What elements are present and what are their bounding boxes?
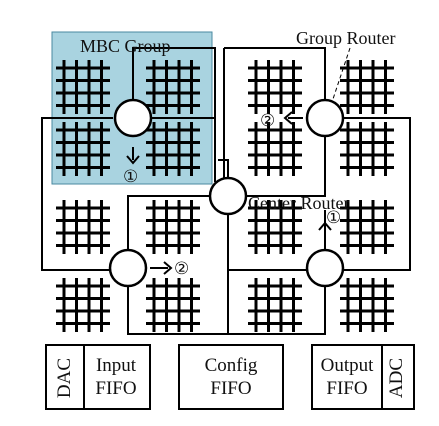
output-fifo-label-2: FIFO bbox=[326, 378, 368, 399]
crossbar-array bbox=[56, 60, 110, 114]
crossbar-array bbox=[340, 60, 394, 114]
dac-cell: DAC bbox=[47, 346, 85, 408]
output-fifo-adc-block: Output FIFO ADC bbox=[311, 344, 415, 410]
marker-two: ② bbox=[174, 259, 189, 278]
marker-one: ① bbox=[123, 167, 138, 186]
crossbar-array bbox=[146, 200, 200, 254]
crossbar-array bbox=[248, 122, 302, 176]
crossbar-array bbox=[340, 278, 394, 332]
interconnect-wires bbox=[41, 47, 411, 335]
crossbar-array bbox=[56, 278, 110, 332]
router-mbc bbox=[113, 98, 153, 138]
input-fifo-label-1: Input bbox=[95, 355, 137, 376]
crossbar-array bbox=[248, 200, 302, 254]
crossbar-array bbox=[248, 278, 302, 332]
crossbar-array bbox=[56, 122, 110, 176]
marker-one: ① bbox=[326, 208, 341, 227]
mbc-group-label: MBC Group bbox=[80, 36, 171, 56]
group-router-pointer bbox=[332, 47, 351, 100]
crossbar-array bbox=[146, 60, 200, 114]
crossbar-array bbox=[340, 200, 394, 254]
input-fifo-cell: Input FIFO bbox=[83, 346, 149, 408]
center-router bbox=[208, 176, 248, 216]
center-router-label: Center Router bbox=[248, 193, 349, 213]
adc-label: ADC bbox=[386, 357, 407, 399]
crossbar-array bbox=[340, 122, 394, 176]
crossbar-arrays bbox=[56, 60, 394, 332]
config-fifo-label-1: Config bbox=[204, 355, 258, 376]
config-fifo-block: Config FIFO bbox=[178, 344, 284, 410]
router-bottom-right bbox=[305, 248, 345, 288]
routers bbox=[108, 98, 345, 288]
output-fifo-label-1: Output bbox=[320, 355, 374, 376]
dac-label: DAC bbox=[54, 357, 75, 399]
crossbar-array bbox=[146, 278, 200, 332]
input-fifo-label-2: FIFO bbox=[95, 378, 137, 399]
dac-input-fifo-block: DAC Input FIFO bbox=[45, 344, 151, 410]
adc-cell: ADC bbox=[381, 346, 413, 408]
crossbar-array bbox=[56, 200, 110, 254]
config-fifo-label-2: FIFO bbox=[210, 378, 252, 399]
group-router-label: Group Router bbox=[296, 28, 395, 48]
group-router bbox=[305, 98, 345, 138]
architecture-diagram: MBC Group Group Router Center Router ① ②… bbox=[41, 28, 411, 335]
marker-two: ② bbox=[260, 111, 275, 130]
output-fifo-cell: Output FIFO bbox=[313, 346, 383, 408]
router-bottom-left bbox=[108, 248, 148, 288]
crossbar-array bbox=[146, 122, 200, 176]
crossbar-array bbox=[248, 60, 302, 114]
flow-arrows bbox=[126, 111, 332, 275]
